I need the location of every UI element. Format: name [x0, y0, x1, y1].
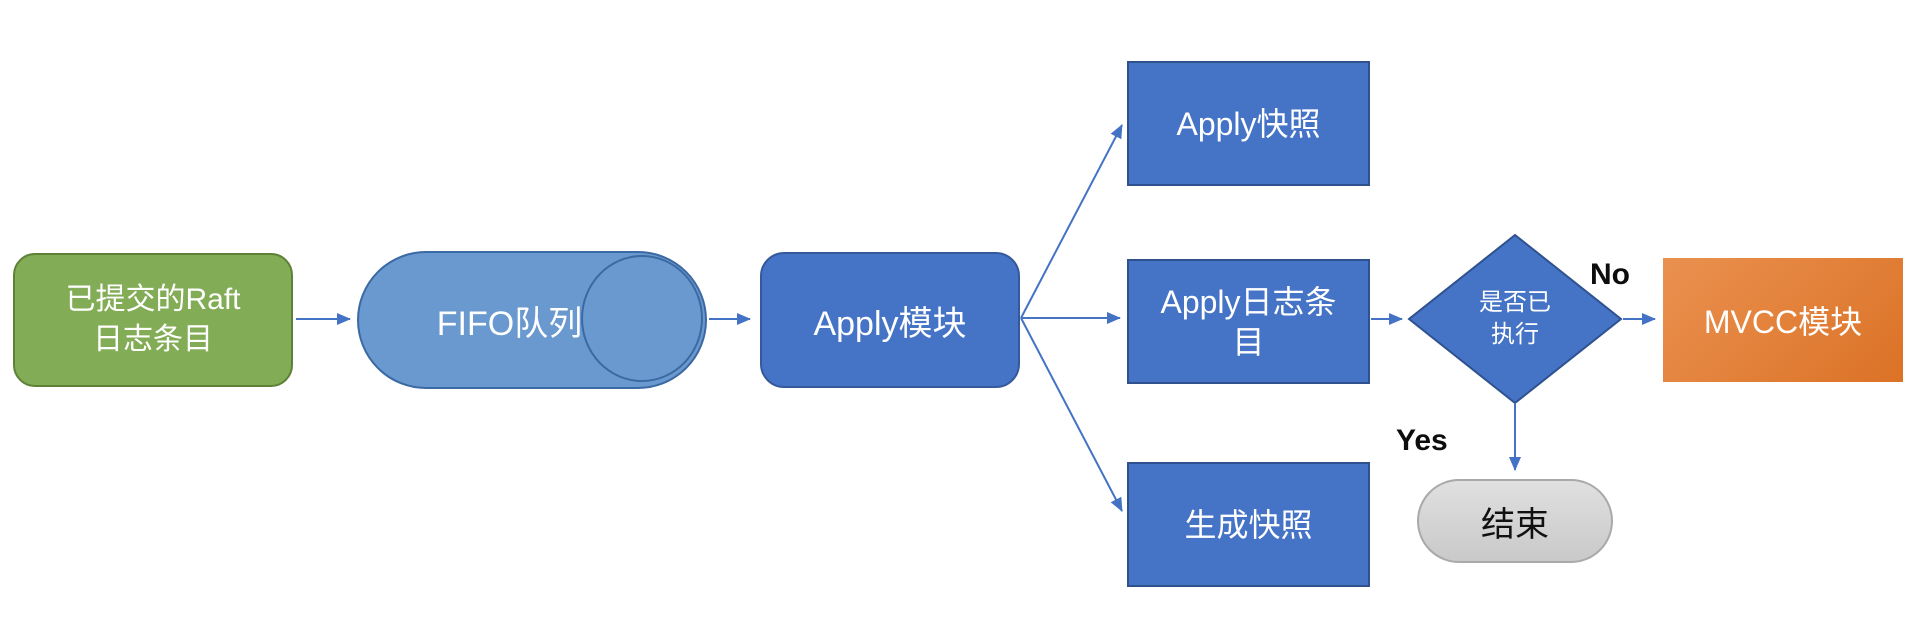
node-apply-snapshot-label: Apply快照 — [1176, 105, 1321, 142]
node-apply-module: Apply模块 — [760, 252, 1020, 388]
node-committed-raft-log-label: 已提交的Raft 日志条目 — [65, 282, 241, 357]
node-decision-executed-label: 是否已 执行 — [1479, 288, 1551, 348]
node-apply-log-entries: Apply日志条 目 — [1127, 259, 1370, 384]
node-fifo-queue-label: FIFO队列 — [436, 304, 583, 343]
node-generate-snapshot-label: 生成快照 — [1184, 506, 1313, 543]
edge-label-yes: Yes — [1396, 424, 1448, 457]
arrow-apply-to-gensnapshot — [1020, 317, 1123, 512]
node-apply-log-entries-label: Apply日志条 目 — [1160, 283, 1337, 360]
node-decision-executed: 是否已 执行 — [1409, 235, 1621, 403]
node-end-label: 结束 — [1481, 505, 1549, 544]
node-fifo-queue: FIFO队列 — [357, 251, 707, 389]
node-end-terminator: 结束 — [1417, 479, 1613, 563]
cylinder-endcap — [581, 255, 703, 382]
arrow-apply-to-snapshot — [1020, 124, 1123, 319]
node-apply-snapshot: Apply快照 — [1127, 61, 1370, 186]
node-apply-module-label: Apply模块 — [813, 304, 967, 343]
node-mvcc-module-label: MVCC模块 — [1703, 304, 1863, 340]
node-mvcc-module: MVCC模块 — [1663, 258, 1903, 382]
edge-label-no: No — [1590, 258, 1630, 291]
node-committed-raft-log: 已提交的Raft 日志条目 — [13, 253, 293, 387]
node-generate-snapshot: 生成快照 — [1127, 462, 1370, 587]
